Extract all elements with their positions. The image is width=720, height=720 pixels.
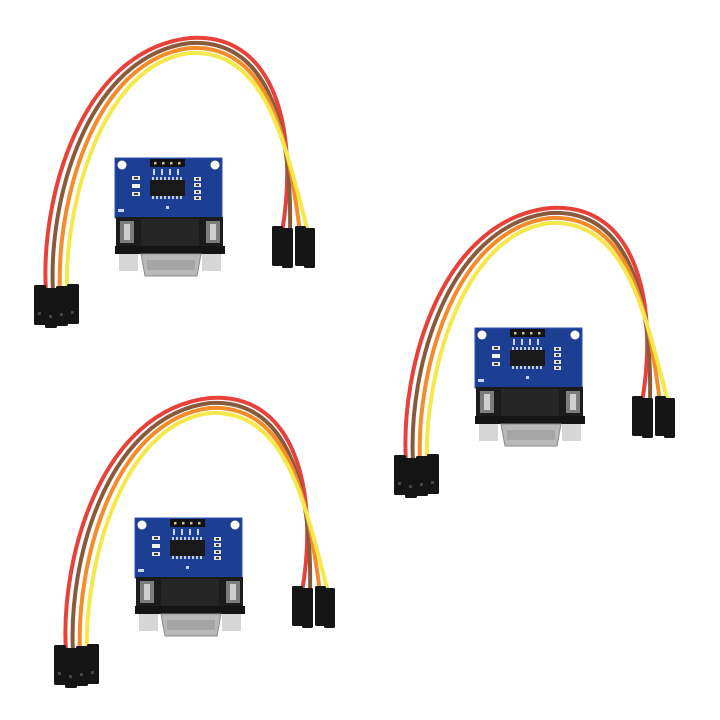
rs232-module-1 [32, 35, 317, 330]
rs232-module-2 [392, 205, 677, 500]
rs232-module-3 [52, 395, 337, 690]
